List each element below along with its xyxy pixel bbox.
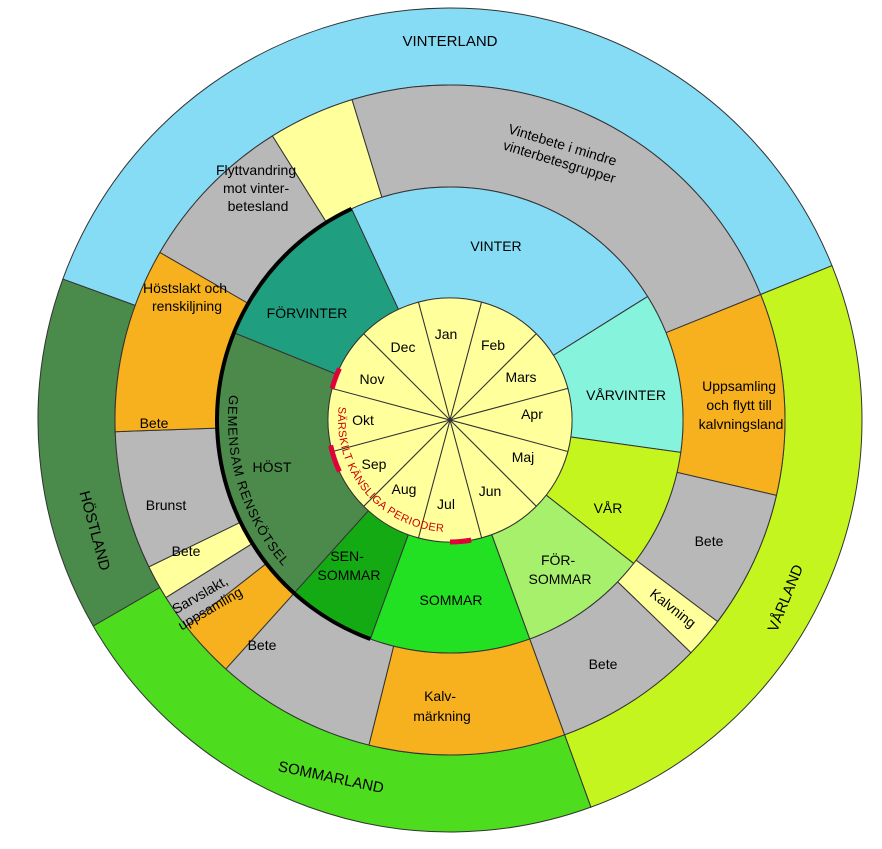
month-label: Aug — [392, 481, 417, 497]
activity-sector-kalvmarkning — [368, 638, 566, 756]
month-label: Jul — [437, 496, 455, 512]
bete-label-bottom-left: Bete — [248, 637, 277, 653]
land-ring — [37, 7, 863, 833]
month-label: Apr — [521, 406, 543, 422]
sensitive-period-marker — [328, 444, 342, 473]
var-label: VÅR — [594, 500, 623, 516]
sensitive-period-marker — [449, 537, 472, 545]
brunst-label: Brunst — [146, 497, 187, 513]
month-label: Okt — [352, 412, 374, 428]
kalvmarkning-label: Kalv- märkning — [413, 688, 471, 724]
month-label: Nov — [360, 371, 385, 387]
bete-label-right: Bete — [695, 533, 724, 549]
month-label: Maj — [512, 449, 535, 465]
month-labels: Jan Feb Mars Apr Maj Jun Jul Aug Sep Okt… — [352, 326, 543, 512]
forsommar-label: FÖR- SOMMAR — [529, 551, 592, 587]
month-label: Sep — [362, 456, 387, 472]
season-ring — [216, 186, 684, 654]
vinterland-label: VINTERLAND — [402, 33, 497, 50]
bete-label-left2: Bete — [172, 543, 201, 559]
month-label: Jan — [435, 326, 458, 342]
varvinter-label: VÅRVINTER — [586, 387, 666, 403]
overlay-arcs — [215, 207, 472, 641]
hostslakt-label: Höstslakt och renskiljning — [143, 280, 231, 314]
flyttvandring-label: Flyttvandring mot vinter- betesland — [216, 162, 300, 214]
uppsamling-label: Uppsamling och flytt till kalvningsland — [699, 378, 784, 432]
sommar-label: SOMMAR — [420, 592, 483, 608]
bete-label-left: Bete — [140, 415, 169, 431]
month-label: Jun — [479, 483, 502, 499]
month-sector — [363, 301, 451, 422]
gemensam-arc — [215, 207, 371, 641]
vinter-label: VINTER — [470, 238, 521, 254]
host-label: HÖST — [253, 458, 292, 475]
activity-ring — [114, 84, 786, 756]
sensommar-label: SEN- SOMMAR — [318, 548, 381, 583]
bete-label-bottom-right: Bete — [589, 656, 618, 672]
forvinter-label: FÖRVINTER — [267, 304, 348, 321]
month-ring — [327, 297, 573, 543]
month-label: Dec — [391, 339, 416, 355]
month-label: Feb — [481, 337, 505, 353]
month-label: Mars — [505, 369, 536, 385]
sensitive-period-marker — [329, 367, 342, 390]
